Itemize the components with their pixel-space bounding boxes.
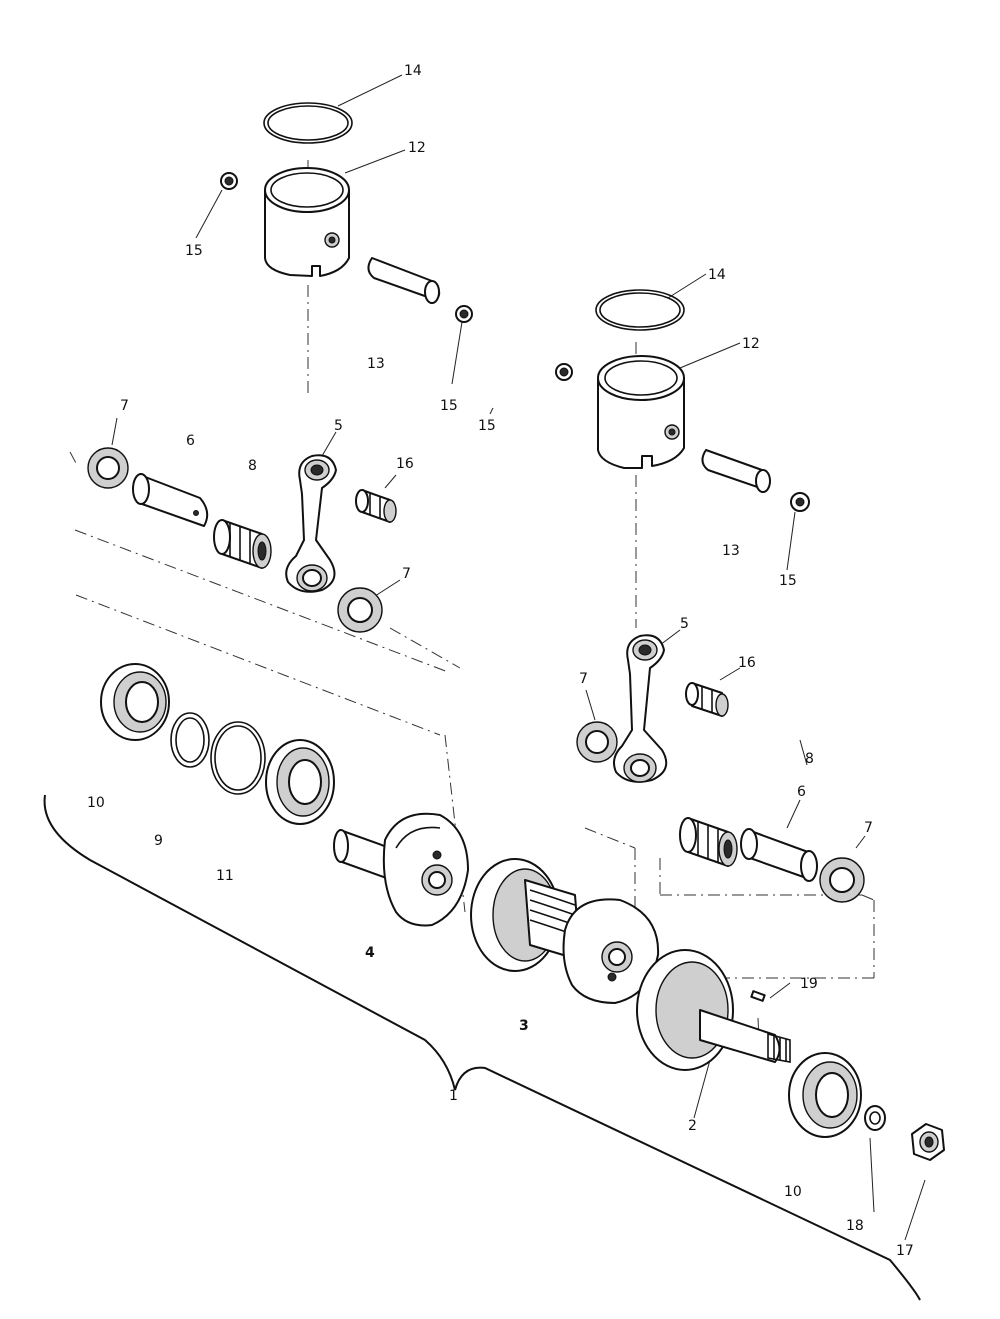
callout-19: 19 [800, 976, 818, 992]
callout-11: 11 [216, 868, 234, 884]
needle-bearing-small-end-left [355, 489, 397, 523]
piston-pin-clip-right-a [555, 363, 573, 381]
piston-left [264, 167, 350, 277]
connecting-rod-right [613, 634, 668, 783]
callout-7-upper-left: 7 [120, 398, 129, 414]
callout-16-right: 16 [738, 655, 756, 671]
callout-5-left: 5 [334, 418, 343, 434]
callout-12-right: 12 [742, 336, 760, 352]
callout-12-left: 12 [408, 140, 426, 156]
connecting-rod-left [285, 454, 337, 593]
oil-seal-ring [170, 712, 210, 768]
callout-6-left: 6 [186, 433, 195, 449]
piston-pin-clip-left-a [220, 172, 238, 190]
callout-1: 1 [449, 1088, 458, 1104]
callout-16-left: 16 [396, 456, 414, 472]
piston-ring-right [595, 289, 685, 331]
callout-14-right: 14 [708, 267, 726, 283]
thrust-washer-right-a [576, 721, 618, 763]
callout-5-right: 5 [680, 616, 689, 632]
callout-17: 17 [896, 1243, 914, 1259]
crankshaft-half-right [636, 949, 791, 1071]
piston-pin-left [367, 257, 441, 304]
crank-nut [911, 1123, 945, 1161]
thrust-washer-left-b [337, 587, 383, 633]
assembly-brace [43, 794, 921, 1301]
piston-pin-clip-right-b [790, 492, 810, 512]
main-bearing-left [100, 663, 170, 741]
callout-15-left-pin: 15 [440, 398, 458, 414]
callout-8-right: 8 [805, 751, 814, 767]
piston-pin-right [701, 449, 771, 493]
callout-15-left: 15 [185, 243, 203, 259]
callout-labels: 14 12 15 13 15 15 14 12 13 15 7 6 8 5 16… [87, 63, 914, 1259]
needle-bearing-big-end-left [213, 519, 272, 569]
crank-pin-left [132, 473, 209, 527]
main-bearing-center [265, 739, 335, 825]
callout-15-right: 15 [779, 573, 797, 589]
piston-right [597, 355, 685, 469]
woodruff-key [750, 990, 766, 1002]
leader-lines [111, 74, 926, 1241]
needle-bearing-small-end-right [685, 682, 729, 717]
callout-9: 9 [154, 833, 163, 849]
callout-10-right: 10 [784, 1184, 802, 1200]
callout-6-right: 6 [797, 784, 806, 800]
crank-pin-right [740, 828, 818, 882]
callout-8-left: 8 [248, 458, 257, 474]
snap-ring [210, 721, 266, 795]
callout-14-left: 14 [404, 63, 422, 79]
callout-7-lower-left: 7 [402, 566, 411, 582]
piston-ring-left [263, 102, 353, 144]
callout-4: 4 [365, 945, 375, 961]
main-bearing-right [788, 1052, 862, 1138]
crankshaft-half-left [333, 812, 469, 927]
callout-2: 2 [688, 1118, 697, 1134]
thrust-washer-left-a [87, 447, 129, 489]
callout-13-left: 13 [367, 356, 385, 372]
callout-7-lower-right: 7 [864, 820, 873, 836]
callout-18: 18 [846, 1218, 864, 1234]
crankshaft-center-section [470, 858, 660, 1004]
callout-13-right: 13 [722, 543, 740, 559]
piston-pin-clip-left-b [455, 305, 473, 323]
callout-15-mid: 15 [478, 418, 496, 434]
callout-7-upper-right: 7 [579, 671, 588, 687]
thrust-washer-right-b [819, 857, 865, 903]
lock-washer [864, 1105, 886, 1131]
callout-3: 3 [519, 1018, 529, 1034]
needle-bearing-big-end-right [679, 817, 738, 867]
callout-10-left: 10 [87, 795, 105, 811]
